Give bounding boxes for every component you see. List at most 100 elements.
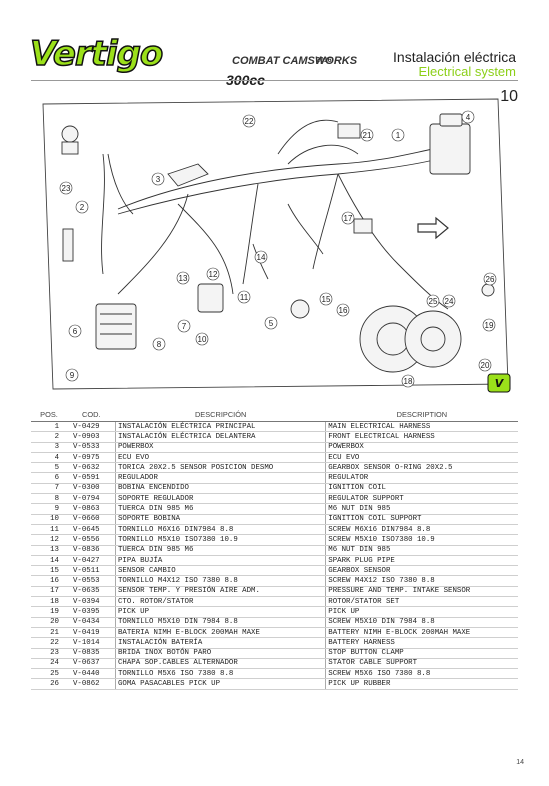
- row-description-es: PICK UP: [114, 606, 326, 618]
- row-description-en: MAIN ELECTRICAL HARNESS: [325, 421, 518, 433]
- row-description-en: PICK UP: [325, 606, 518, 618]
- callout-5: 5: [269, 319, 274, 328]
- row-position: 17: [31, 586, 67, 598]
- row-position: 5: [31, 462, 67, 474]
- model-name: COMBAT CAMSWORKS: [232, 55, 358, 67]
- row-position: 10: [31, 514, 67, 525]
- row-description-en: GEARBOX SENSOR: [325, 565, 518, 577]
- row-code: V-0440: [67, 668, 116, 680]
- section-number: 10: [500, 88, 518, 105]
- row-description-es: CTO. ROTOR/STATOR: [114, 596, 326, 608]
- row-code: V-0427: [67, 555, 116, 567]
- callout-9: 9: [70, 371, 75, 380]
- row-description-es: TORICA 20X2.5 SENSOR POSICION DESMO: [114, 462, 326, 474]
- row-position: 7: [31, 483, 67, 495]
- row-position: 16: [31, 575, 67, 587]
- brand-logo: Vertigo: [29, 33, 230, 75]
- row-description-es: ECU EVO: [114, 452, 326, 464]
- row-position: 3: [31, 442, 67, 453]
- callout-labels: [59, 110, 497, 388]
- row-description-es: POWERBOX: [114, 442, 326, 453]
- row-description-es: BRIDA INOX BOTÓN PARO: [114, 648, 326, 659]
- callout-18: 18: [404, 377, 413, 386]
- row-description-en: FRONT ELECTRICAL HARNESS: [325, 431, 518, 443]
- row-description-en: SCREW M5X10 DIN 7984 8.8: [325, 617, 518, 628]
- callout-6: 6: [73, 327, 78, 336]
- section-title-spanish: Instalación eléctrica: [393, 49, 516, 65]
- header-pos: POS.: [31, 407, 67, 422]
- row-code: V-0660: [67, 514, 116, 525]
- row-description-en: STATOR CABLE SUPPORT: [325, 658, 518, 670]
- row-description-es: BOBINA ENCENDIDO: [114, 483, 326, 495]
- brand-logo-text: Vertigo: [29, 33, 164, 75]
- callout-10: 10: [198, 335, 207, 344]
- wiring-diagram: 1 2 3 4 5 6 7 8 9 10 11 12 13 14 15 16 1…: [42, 98, 511, 393]
- row-description-es: TORNILLO M5X10 DIN 7984 8.8: [114, 617, 326, 628]
- row-description-en: REGULATOR SUPPORT: [325, 493, 518, 505]
- callout-11: 11: [240, 293, 249, 302]
- callout-17: 17: [344, 214, 353, 223]
- row-position: 21: [31, 627, 67, 639]
- callout-19: 19: [485, 321, 494, 330]
- callout-25: 25: [429, 297, 438, 306]
- callout-16: 16: [339, 306, 348, 315]
- callout-1: 1: [396, 131, 401, 140]
- row-code: V-0533: [67, 442, 116, 453]
- row-position: 11: [31, 524, 67, 536]
- row-position: 1: [31, 421, 67, 433]
- row-position: 2: [31, 431, 67, 443]
- row-description-en: SPARK PLUG PIPE: [325, 555, 518, 567]
- row-code: V-0645: [67, 524, 116, 536]
- row-code: V-0434: [67, 617, 116, 628]
- row-code: V-0863: [67, 503, 116, 515]
- row-description-en: REGULATOR: [325, 472, 518, 484]
- row-description-es: SOPORTE BOBINA: [114, 514, 326, 525]
- row-description-en: IGNITION COIL SUPPORT: [325, 514, 518, 525]
- row-code: V-0395: [67, 606, 116, 618]
- row-code: V-0975: [67, 452, 116, 464]
- row-description-es: TORNILLO M4X12 ISO 7380 8.8: [114, 575, 326, 587]
- row-position: 6: [31, 472, 67, 484]
- row-code: V-0794: [67, 493, 116, 505]
- header-description-es: DESCRIPCIÓN: [115, 407, 326, 422]
- table-header-row: POS. COD. DESCRIPCIÓN DESCRIPTION: [31, 407, 518, 422]
- row-description-es: BATERIA NIMH E-BLOCK 200MAH MAXE: [114, 627, 326, 639]
- row-position: 22: [31, 637, 67, 649]
- row-code: V-0553: [67, 575, 116, 587]
- row-position: 26: [31, 678, 67, 690]
- row-description-es: INSTALACIÓN ELÉCTRICA PRINCIPAL: [114, 421, 326, 433]
- row-code: V-0429: [67, 421, 116, 433]
- row-description-en: GEARBOX SENSOR O-RING 20X2.5: [325, 462, 518, 474]
- row-position: 20: [31, 617, 67, 628]
- model-year: 2016: [316, 57, 332, 64]
- row-code: V-0511: [67, 565, 116, 577]
- row-description-es: REGULADOR: [114, 472, 326, 484]
- page-number: 14: [516, 759, 524, 766]
- row-code: V-0394: [67, 596, 116, 608]
- row-description-es: TUERCA DIN 985 M6: [114, 503, 326, 515]
- row-description-en: SCREW M5X10 ISO7380 10.9: [325, 534, 518, 546]
- callout-12: 12: [209, 270, 218, 279]
- row-description-es: INSTALACIÓN BATERÍA: [114, 637, 326, 649]
- row-description-en: BATTERY HARNESS: [325, 637, 518, 649]
- callout-24: 24: [445, 297, 454, 306]
- row-description-es: TORNILLO M5X10 ISO7380 10.9: [114, 534, 326, 546]
- row-position: 24: [31, 658, 67, 670]
- row-description-es: TORNILLO M6X16 DIN7984 8.8: [114, 524, 326, 536]
